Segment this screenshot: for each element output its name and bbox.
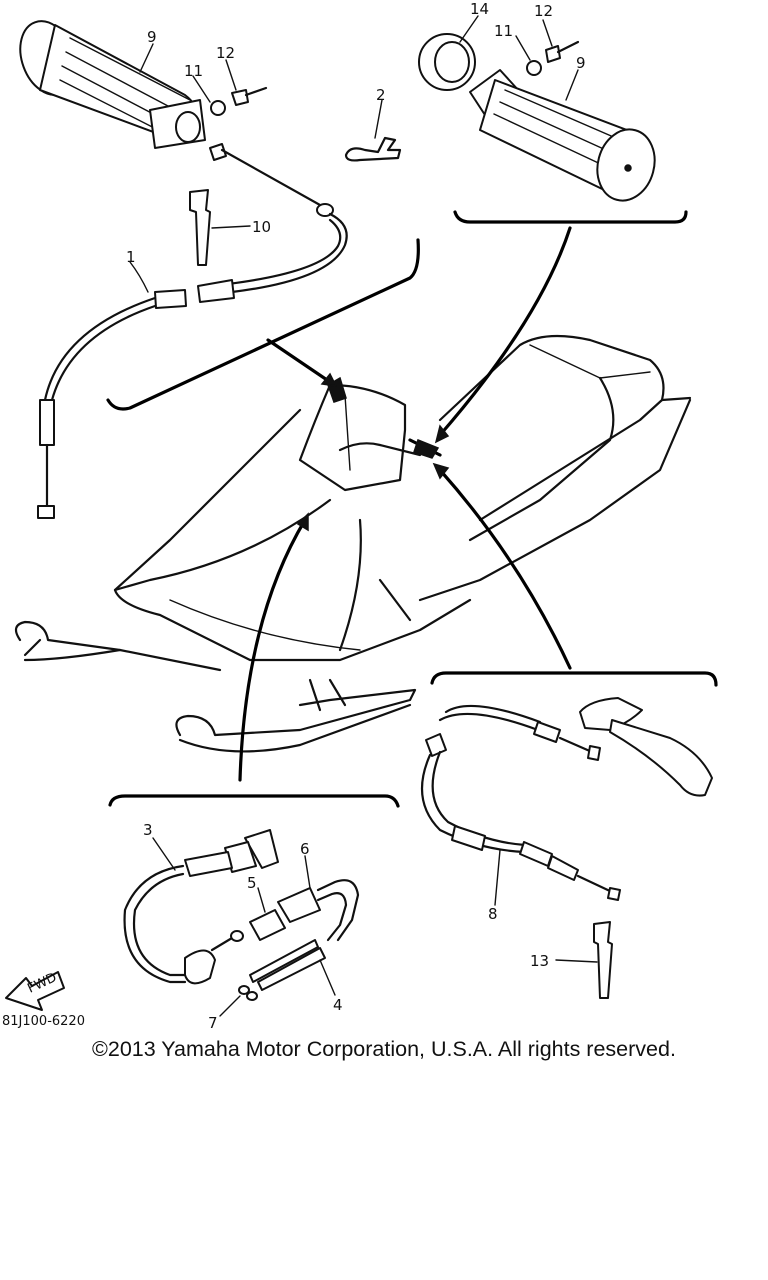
choke-cable-assembly — [123, 829, 360, 1001]
snowmobile-illustration — [14, 334, 692, 753]
callout-1: 1 — [126, 248, 136, 266]
callout-9-right: 9 — [576, 54, 586, 72]
callout-9-left: 9 — [147, 28, 157, 46]
callout-8: 8 — [488, 905, 498, 923]
leader-lines-top-right — [459, 15, 579, 101]
leader-lines-bottom-left — [152, 837, 336, 1017]
callout-14: 14 — [470, 0, 489, 18]
brake-lever-assembly — [420, 697, 713, 999]
left-grip-assembly — [19, 20, 402, 519]
callout-13: 13 — [530, 952, 549, 970]
leader-lines-top-left — [129, 43, 383, 293]
callout-10: 10 — [252, 218, 271, 236]
right-grip-assembly — [418, 33, 656, 202]
diagram-code: 81J100-6220 — [2, 1014, 85, 1029]
callout-11-left: 11 — [184, 62, 203, 80]
parts-diagram: 9 12 11 2 10 1 14 12 11 9 3 6 5 4 7 8 13… — [2, 0, 718, 1032]
callout-5: 5 — [247, 874, 257, 892]
callout-7: 7 — [208, 1014, 218, 1032]
callout-12-left: 12 — [216, 44, 235, 62]
group-brackets — [106, 210, 718, 808]
callout-2: 2 — [376, 86, 386, 104]
callout-11-right: 11 — [494, 22, 513, 40]
callout-6: 6 — [300, 840, 310, 858]
copyright-notice: ©2013 Yamaha Motor Corporation, U.S.A. A… — [92, 1037, 676, 1061]
callout-12-right: 12 — [534, 2, 553, 20]
callout-3: 3 — [143, 821, 153, 839]
callout-4: 4 — [333, 996, 343, 1014]
front-direction-arrow: FWD — [5, 970, 65, 1011]
callout-labels: 9 12 11 2 10 1 14 12 11 9 3 6 5 4 7 8 13 — [126, 0, 586, 1032]
leader-lines-bottom-right — [494, 849, 598, 963]
